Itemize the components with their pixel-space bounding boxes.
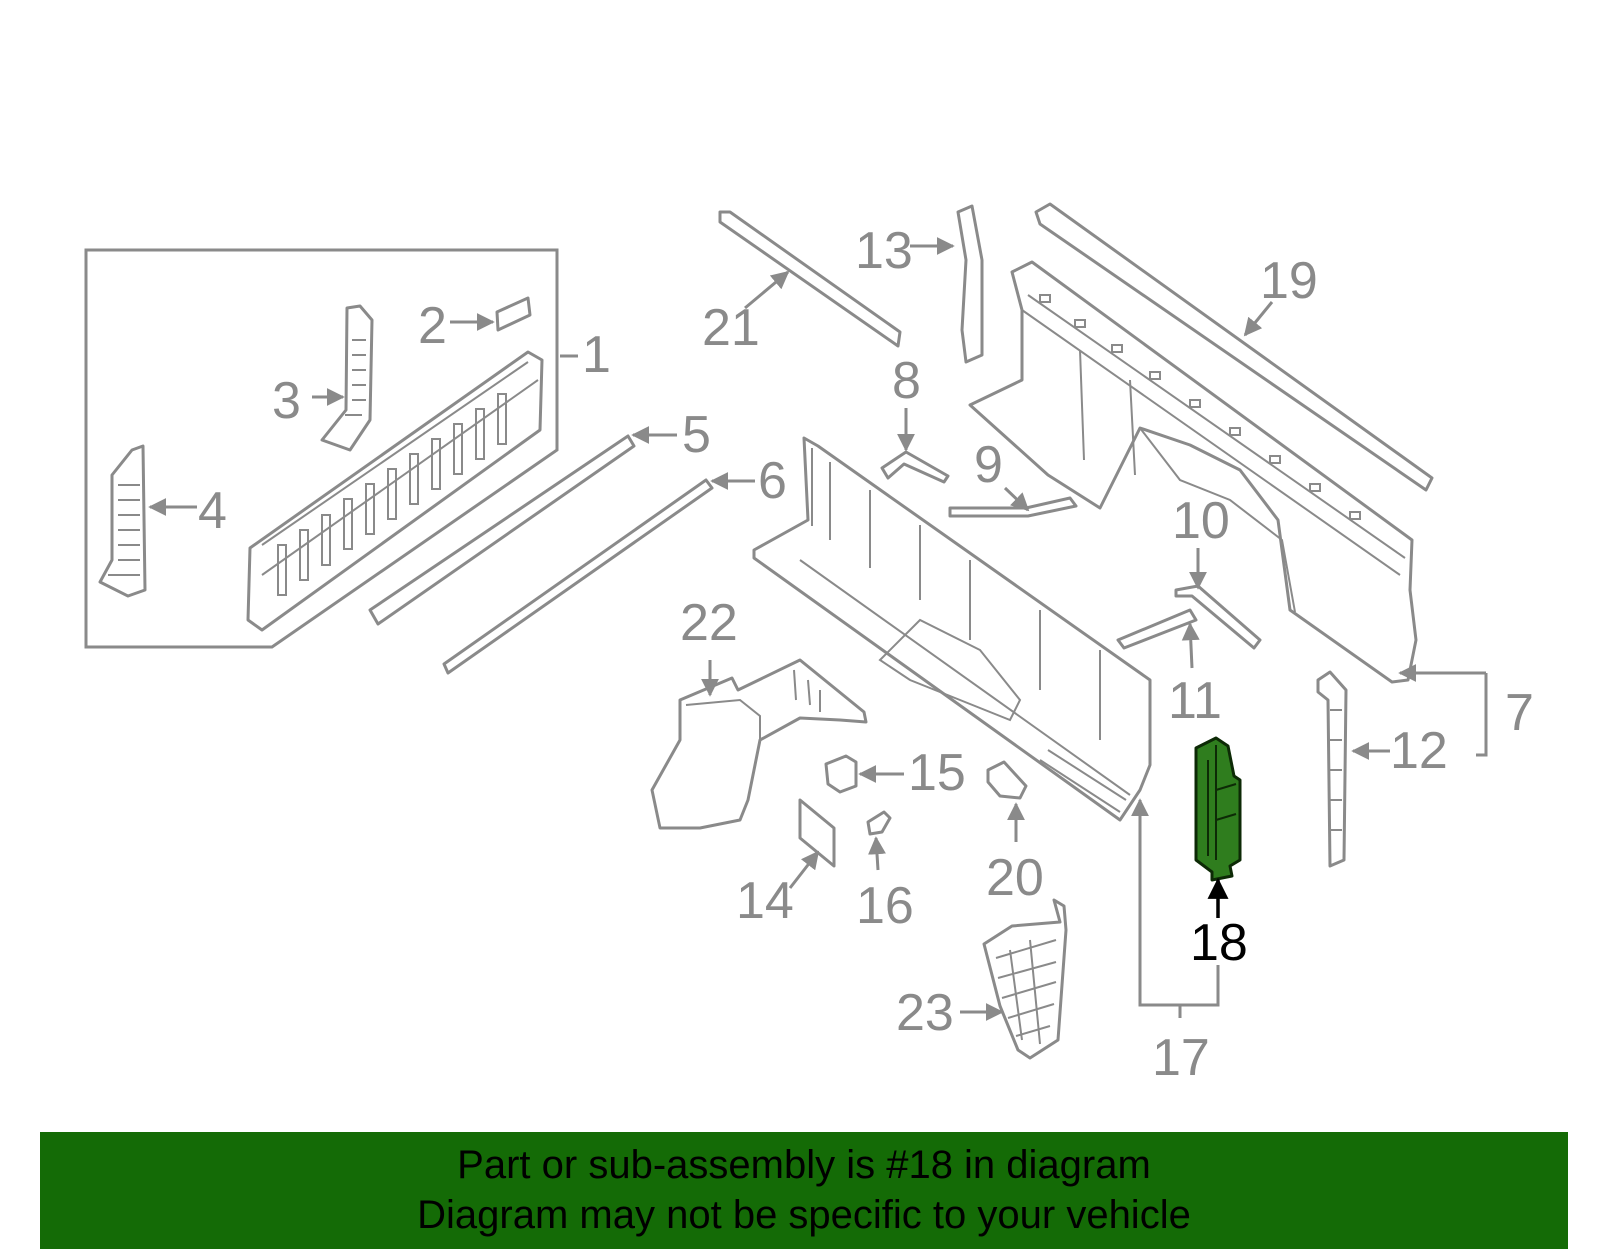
- callout-19: 19: [1260, 252, 1318, 310]
- callout-16: 16: [856, 877, 914, 935]
- callout-2: 2: [418, 297, 447, 355]
- part-22-wheelhouse[interactable]: [650, 658, 868, 830]
- part-20-pad[interactable]: [986, 760, 1028, 800]
- part-5-rail[interactable]: [368, 434, 636, 626]
- callout-5: 5: [682, 406, 711, 464]
- tailgate-group-box: [84, 248, 559, 649]
- part-1-tailgate[interactable]: [246, 350, 544, 632]
- callout-18: 18: [1190, 914, 1248, 972]
- part-6-rail[interactable]: [442, 478, 714, 675]
- part-19-rail[interactable]: [1034, 202, 1434, 492]
- callout-12: 12: [1390, 722, 1448, 780]
- callout-3: 3: [272, 372, 301, 430]
- part-17-front-panel[interactable]: [752, 436, 1152, 822]
- part-2-bracket[interactable]: [495, 296, 532, 332]
- part-16-clip[interactable]: [866, 810, 892, 836]
- part-12-bracket[interactable]: [1316, 670, 1348, 868]
- part-3-end-cap[interactable]: [320, 304, 374, 452]
- callout-6: 6: [758, 452, 787, 510]
- callout-23: 23: [896, 984, 954, 1042]
- part-21-rail[interactable]: [718, 210, 902, 348]
- part-15-clip[interactable]: [824, 754, 858, 794]
- part-14-bracket[interactable]: [798, 798, 836, 868]
- part-7-side-panel[interactable]: [968, 260, 1418, 684]
- callout-8: 8: [892, 352, 921, 410]
- callout-22: 22: [680, 594, 738, 652]
- callout-21: 21: [702, 299, 760, 357]
- part-8-bracket[interactable]: [880, 450, 950, 484]
- callout-17: 17: [1152, 1029, 1210, 1087]
- callout-13: 13: [855, 222, 913, 280]
- banner-line-1: Part or sub-assembly is #18 in diagram: [457, 1143, 1151, 1187]
- part-13-pillar[interactable]: [956, 204, 984, 364]
- callout-10: 10: [1172, 492, 1230, 550]
- part-9-brace[interactable]: [948, 496, 1078, 518]
- callout-15: 15: [908, 744, 966, 802]
- callout-9: 9: [974, 436, 1003, 494]
- part-4-end-cap[interactable]: [98, 444, 147, 598]
- part-11-rod[interactable]: [1116, 608, 1198, 650]
- callout-11: 11: [1168, 672, 1222, 730]
- banner-line-2: Diagram may not be specific to your vehi…: [417, 1193, 1191, 1237]
- callout-20: 20: [986, 849, 1044, 907]
- callout-14: 14: [736, 872, 794, 930]
- part-18-highlighted[interactable]: [1194, 736, 1242, 882]
- callout-4: 4: [198, 482, 227, 540]
- part-23-liner[interactable]: [982, 898, 1068, 1060]
- info-banner: Part or sub-assembly is #18 in diagram D…: [40, 1132, 1568, 1249]
- callout-1: 1: [582, 326, 611, 384]
- callout-7: 7: [1505, 684, 1534, 742]
